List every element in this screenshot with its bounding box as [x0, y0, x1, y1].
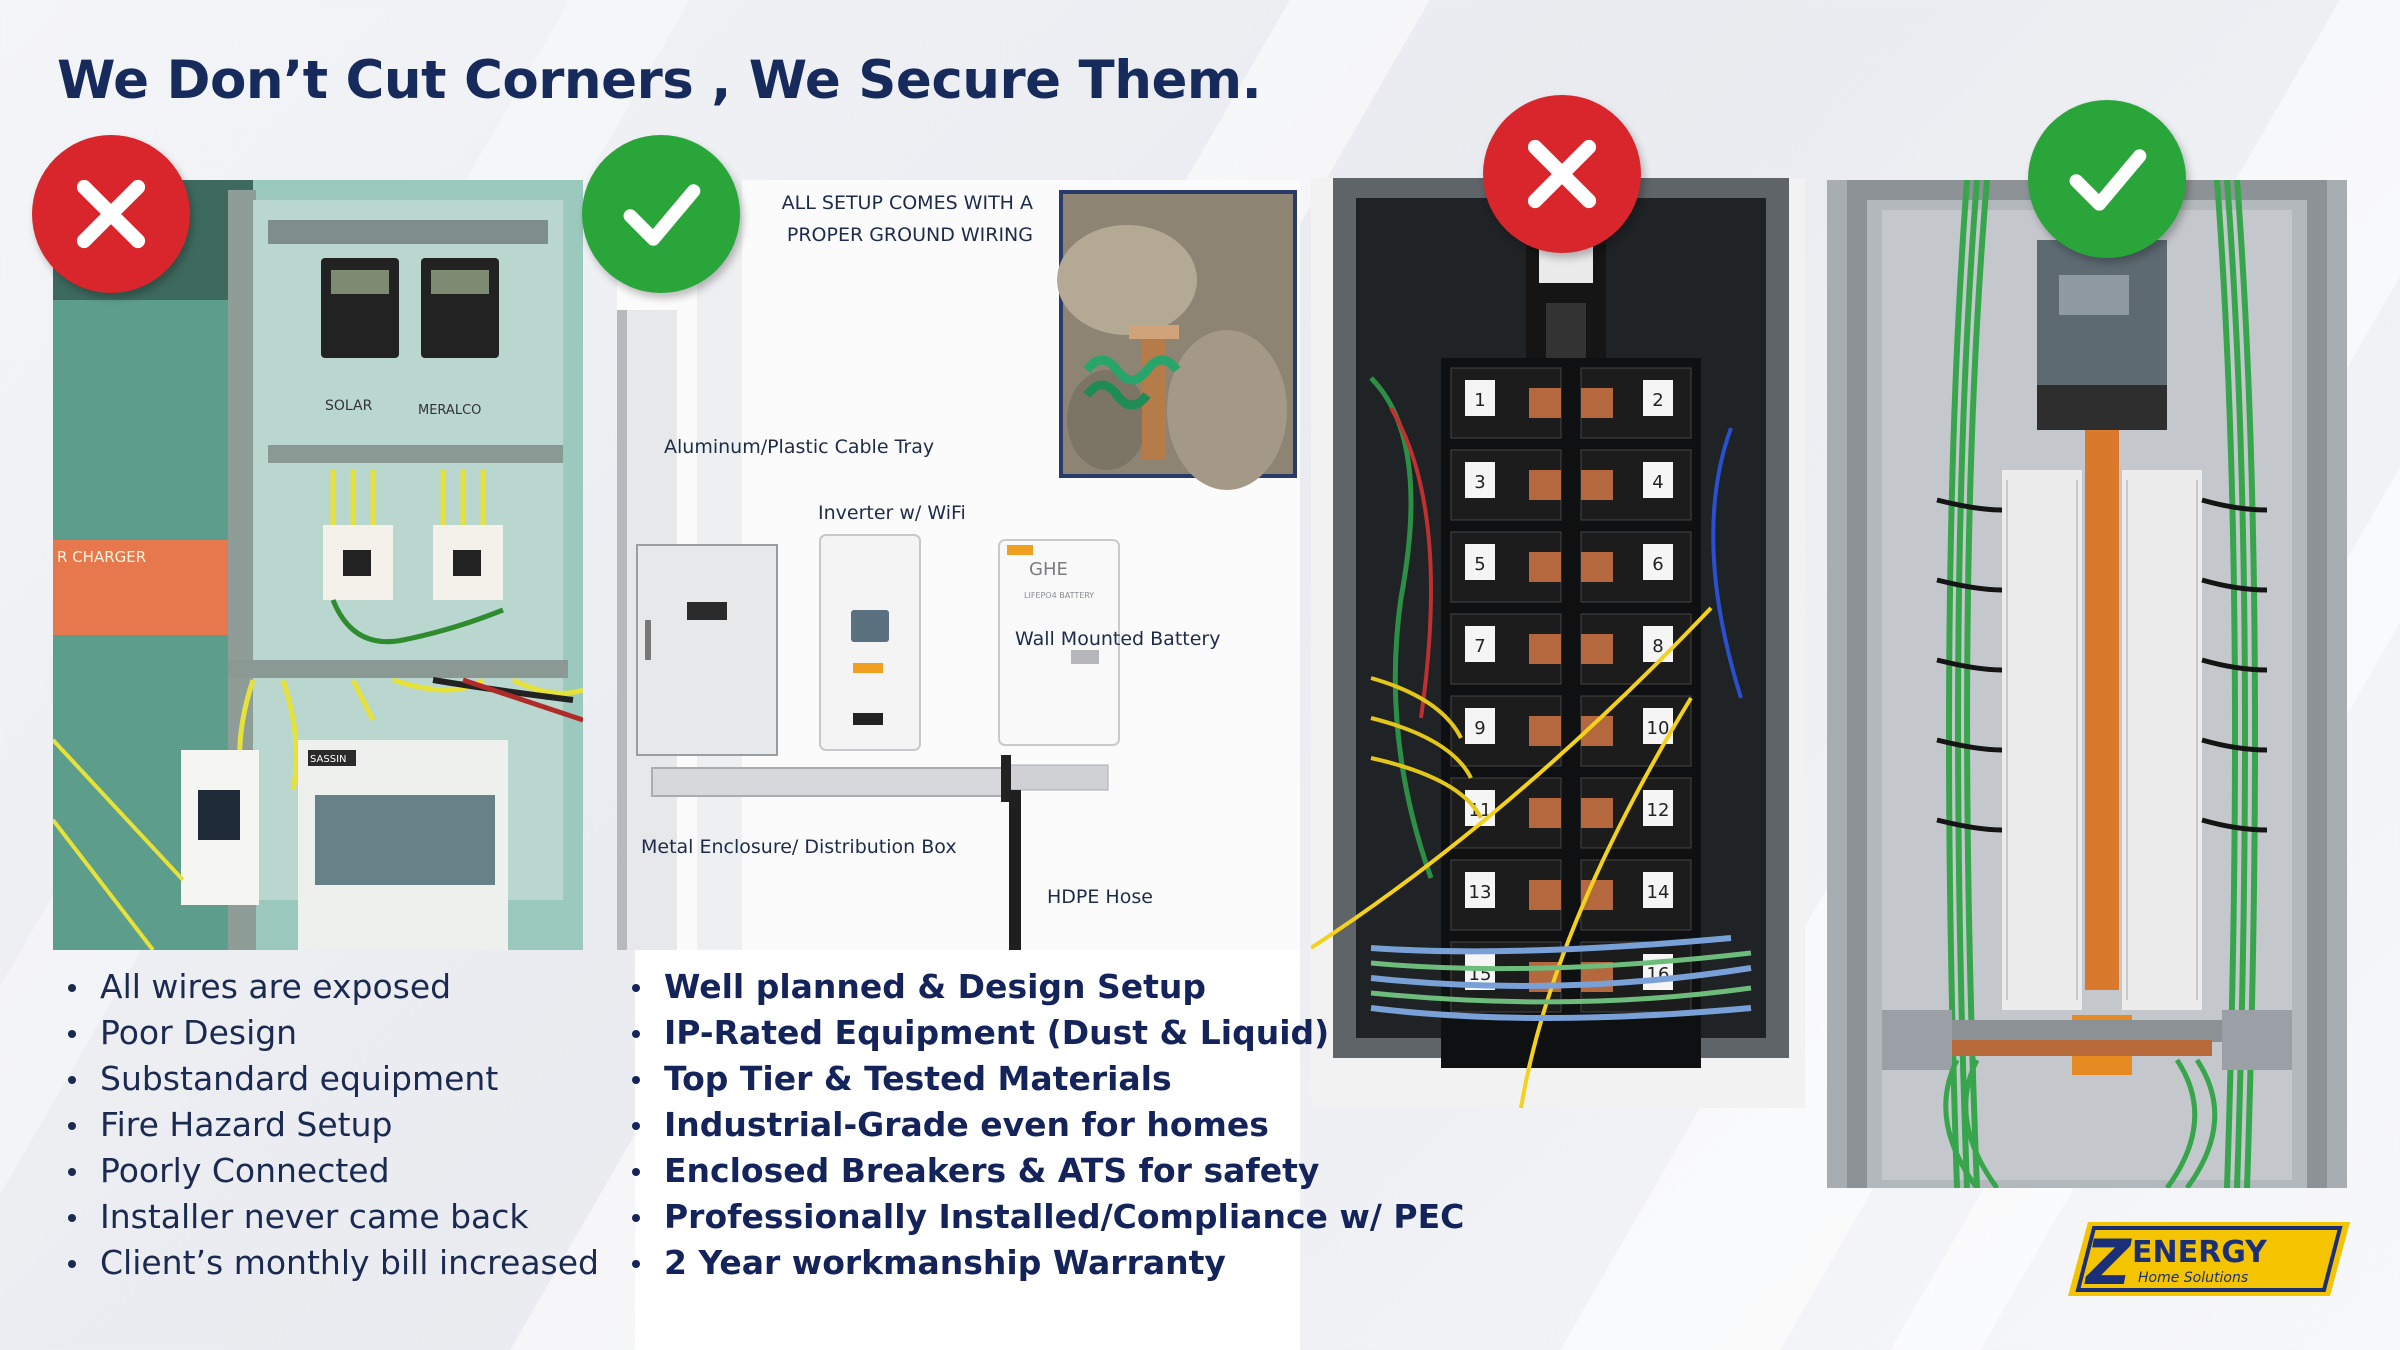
cross-icon: [76, 179, 146, 249]
bad-point-item: Substandard equipment: [64, 1056, 599, 1102]
bus-bar-tab: [1581, 798, 1613, 828]
bad-point-item: Fire Hazard Setup: [64, 1102, 599, 1148]
breaker-label-tag: [1643, 790, 1673, 826]
zenergy-logo: Z ENERGY Home Solutions: [2068, 1218, 2350, 1300]
sassin-label: SASSIN: [310, 754, 347, 765]
bus-bar-tab: [1581, 388, 1613, 418]
page-title: We Don’t Cut Corners , We Secure Them.: [57, 50, 1262, 111]
good-point-item: Well planned & Design Setup: [628, 964, 1464, 1010]
bus-bar-tab: [1529, 716, 1561, 746]
cross-badge: [1483, 95, 1641, 253]
breaker-number: 1: [1474, 390, 1485, 411]
good-point-item: IP-Rated Equipment (Dust & Liquid): [628, 1010, 1464, 1056]
bus-bar-tab: [1529, 470, 1561, 500]
cross-icon: [1527, 139, 1597, 209]
breaker-label-tag: [1465, 544, 1495, 580]
breaker-label-tag: [1465, 790, 1495, 826]
breaker-number: 12: [1647, 800, 1670, 821]
breaker-label-tag: [1465, 380, 1495, 416]
breaker-number: 5: [1474, 554, 1485, 575]
good-setup-illustration: GHE LIFEPO4 BATTERY: [617, 180, 1300, 950]
good-setup-photo: GHE LIFEPO4 BATTERY ALL SETUP COMES WITH…: [617, 180, 1300, 950]
breaker-label-tag: [1465, 708, 1495, 744]
good-points-card: [635, 945, 1300, 1350]
breaker-number: 6: [1652, 554, 1663, 575]
bad-point-item: Client’s monthly bill increased: [64, 1240, 599, 1286]
check-badge: [2028, 100, 2186, 258]
battery-subtitle-label: LIFEPO4 BATTERY: [1024, 591, 1094, 600]
battery-caption: Wall Mounted Battery: [1015, 628, 1221, 650]
logo-tagline: Home Solutions: [2138, 1270, 2248, 1286]
breaker-number: 3: [1474, 472, 1485, 493]
breaker-number: 7: [1474, 636, 1485, 657]
meralco-label: MERALCO: [418, 403, 481, 418]
bus-bar-tab: [1529, 798, 1561, 828]
good-breaker-illustration: [1827, 180, 2347, 1188]
inverter-caption: Inverter w/ WiFi: [818, 502, 966, 524]
good-point-item: Professionally Installed/Compliance w/ P…: [628, 1194, 1464, 1240]
charger-label: R CHARGER: [57, 548, 146, 566]
enclosure-caption: Metal Enclosure/ Distribution Box: [641, 836, 957, 858]
logo-letter: Z: [2084, 1226, 2132, 1299]
check-icon: [623, 184, 701, 246]
bus-bar-tab: [1581, 552, 1613, 582]
breaker-label-tag: [1643, 872, 1673, 908]
bus-bar-tab: [1581, 470, 1613, 500]
bus-bar-tab: [1529, 634, 1561, 664]
bad-point-item: Installer never came back: [64, 1194, 599, 1240]
solar-label: SOLAR: [325, 398, 373, 414]
breaker-number: 9: [1474, 718, 1485, 739]
breaker-number: 2: [1652, 390, 1663, 411]
bad-point-item: Poorly Connected: [64, 1148, 599, 1194]
breaker-number: 13: [1469, 882, 1492, 903]
ground-wiring-caption-1: ALL SETUP COMES WITH A: [781, 192, 1033, 214]
good-point-item: Industrial-Grade even for homes: [628, 1102, 1464, 1148]
bus-bar-tab: [1581, 634, 1613, 664]
breaker-label-tag: [1643, 626, 1673, 662]
breaker-label-tag: [1643, 380, 1673, 416]
breaker-label-tag: [1643, 462, 1673, 498]
bad-points-list: All wires are exposed Poor Design Substa…: [64, 964, 599, 1286]
breaker-number: 14: [1647, 882, 1670, 903]
bad-setup-illustration: R CHARGER SOLAR MERALCO SASSIN: [53, 180, 583, 950]
logo-name: ENERGY: [2132, 1235, 2268, 1270]
battery-brand-label: GHE: [1029, 559, 1068, 580]
good-breaker-photo: [1827, 180, 2347, 1188]
breaker-number: 4: [1652, 472, 1663, 493]
bus-bar-tab: [1529, 552, 1561, 582]
breaker-label-tag: [1643, 544, 1673, 580]
good-point-item: Top Tier & Tested Materials: [628, 1056, 1464, 1102]
check-badge: [582, 135, 740, 293]
good-points-list: Well planned & Design Setup IP-Rated Equ…: [628, 964, 1464, 1286]
breaker-label-tag: [1465, 872, 1495, 908]
bus-bar-tab: [1529, 880, 1561, 910]
breaker-number: 10: [1647, 718, 1670, 739]
cross-badge: [32, 135, 190, 293]
good-point-item: Enclosed Breakers & ATS for safety: [628, 1148, 1464, 1194]
hose-caption: HDPE Hose: [1047, 886, 1153, 908]
breaker-number: 8: [1652, 636, 1663, 657]
bad-point-item: All wires are exposed: [64, 964, 599, 1010]
ground-wiring-caption-2: PROPER GROUND WIRING: [786, 224, 1033, 246]
bus-bar-tab: [1529, 388, 1561, 418]
check-icon: [2069, 149, 2147, 211]
good-point-item: 2 Year workmanship Warranty: [628, 1240, 1464, 1286]
breaker-label-tag: [1465, 462, 1495, 498]
bad-setup-photo: R CHARGER SOLAR MERALCO SASSIN: [53, 180, 583, 950]
breaker-label-tag: [1465, 626, 1495, 662]
bad-point-item: Poor Design: [64, 1010, 599, 1056]
cable-tray-caption: Aluminum/Plastic Cable Tray: [664, 436, 935, 458]
